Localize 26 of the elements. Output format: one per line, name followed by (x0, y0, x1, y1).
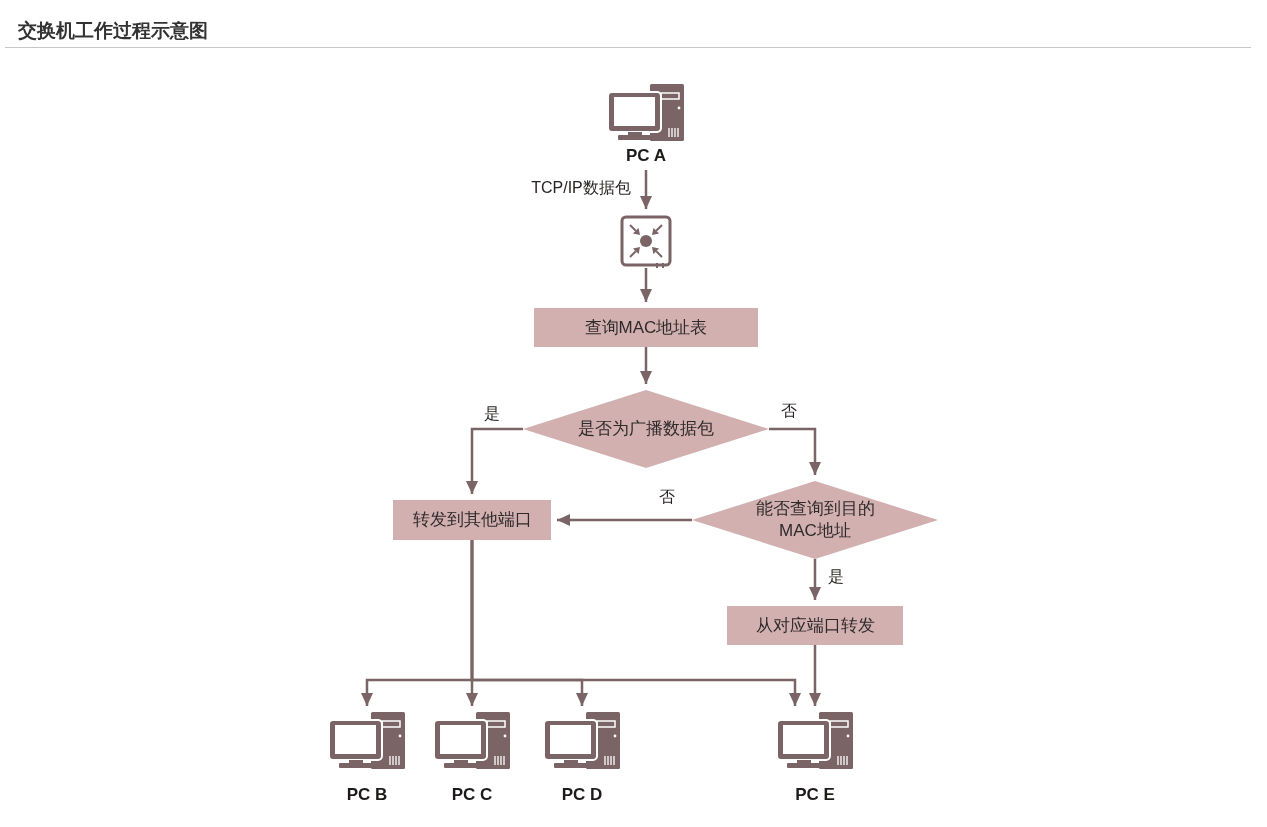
arrow (557, 514, 692, 526)
computer-label: PC D (561, 785, 603, 805)
arrow (470, 540, 801, 706)
process-box: 查询MAC地址表 (534, 308, 758, 347)
edge-label: 否 (779, 401, 799, 421)
arrow (466, 427, 523, 494)
decision-diamond: 能否查询到目的MAC地址 (692, 481, 938, 559)
edge-label: TCP/IP数据包 (529, 178, 633, 198)
diagram-title: 交换机工作过程示意图 (18, 19, 208, 43)
computer-label: PC C (451, 785, 493, 805)
arrow (769, 427, 821, 475)
computer-label: PC B (346, 785, 388, 805)
computer-label: PC A (626, 146, 666, 166)
computer-label: PC E (795, 785, 835, 805)
edge-label: 是 (826, 567, 846, 587)
arrow (640, 170, 652, 209)
arrow (640, 347, 652, 384)
process-box: 从对应端口转发 (727, 606, 903, 645)
process-box: 转发到其他端口 (393, 500, 551, 540)
edge-label: 是 (482, 404, 502, 424)
arrow (809, 645, 821, 706)
decision-diamond: 是否为广播数据包 (523, 390, 769, 468)
switch-icon (620, 215, 672, 268)
edge-label: 否 (657, 487, 677, 507)
arrow (640, 268, 652, 302)
arrow (809, 559, 821, 600)
